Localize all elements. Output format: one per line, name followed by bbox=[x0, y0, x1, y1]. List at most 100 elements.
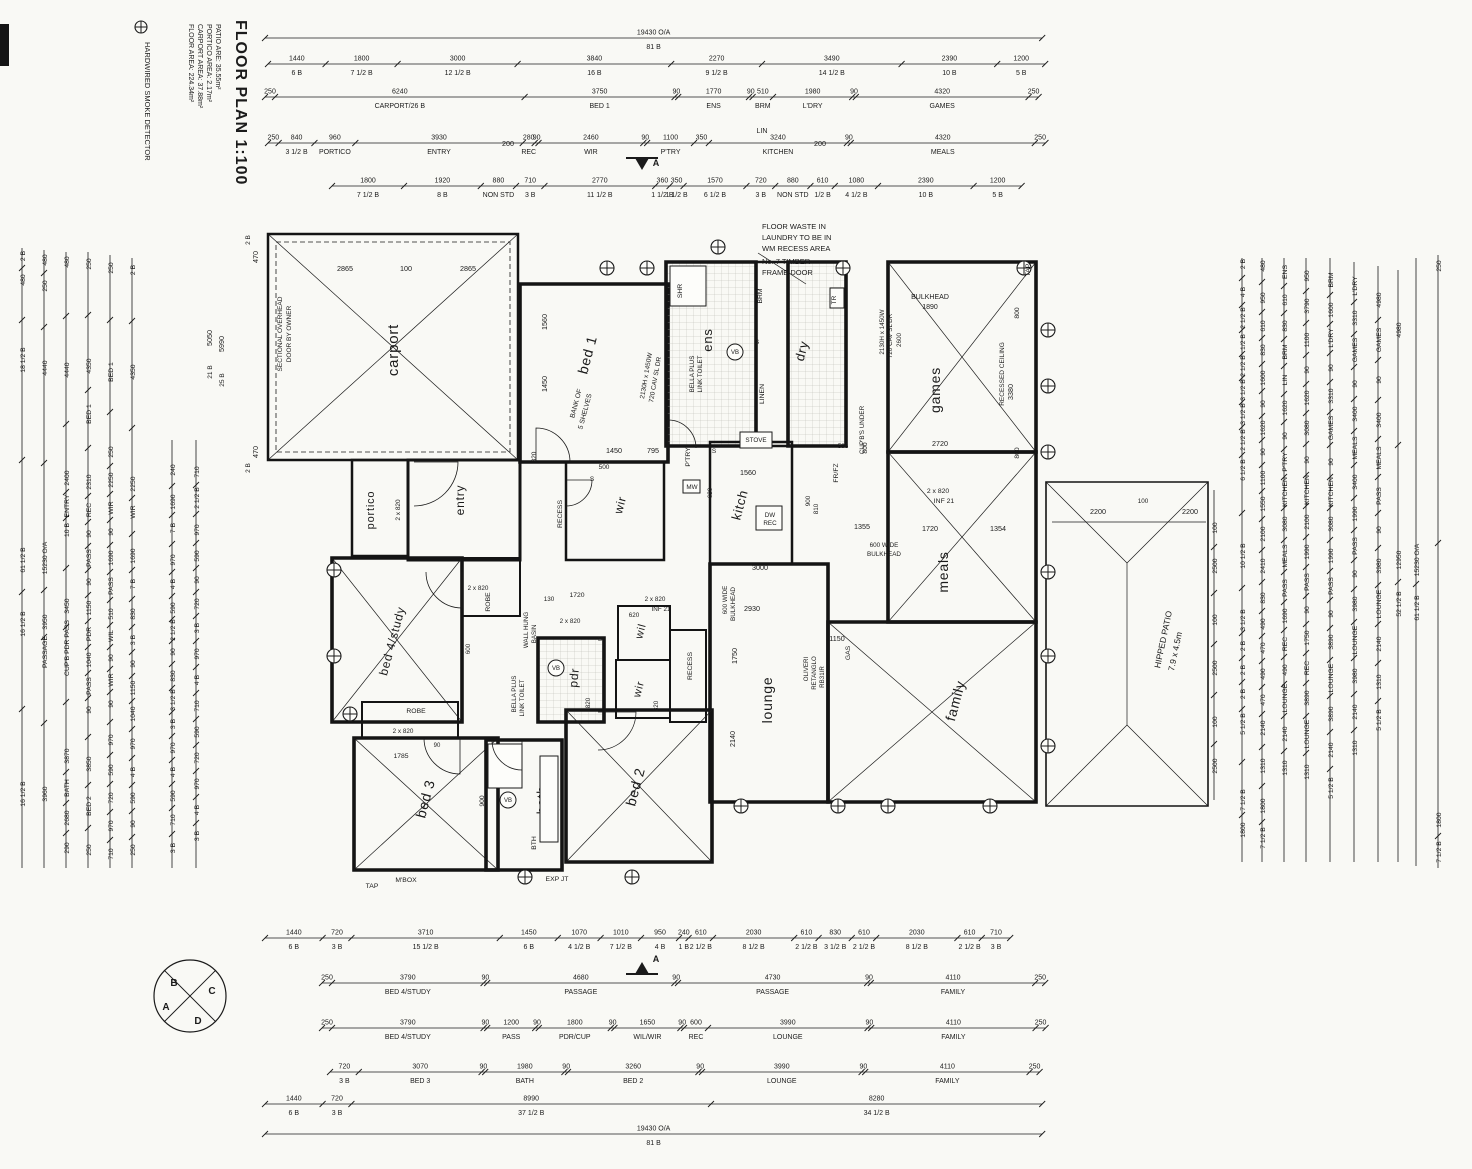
svg-text:4350: 4350 bbox=[130, 364, 137, 379]
room-lounge: lounge bbox=[710, 564, 828, 802]
svg-text:4350: 4350 bbox=[86, 358, 93, 373]
svg-text:90: 90 bbox=[866, 1020, 874, 1027]
svg-text:BED 4/STUDY: BED 4/STUDY bbox=[385, 989, 431, 996]
door-swings bbox=[414, 420, 696, 774]
svg-text:90: 90 bbox=[850, 89, 858, 96]
svg-text:90: 90 bbox=[1304, 456, 1311, 464]
smoke-detector-icon bbox=[600, 261, 614, 275]
svg-text:3790: 3790 bbox=[400, 1020, 416, 1027]
svg-text:L'DRY: L'DRY bbox=[803, 103, 823, 110]
svg-text:4110: 4110 bbox=[945, 975, 960, 982]
svg-text:1310: 1310 bbox=[1282, 760, 1289, 775]
svg-text:3 B: 3 B bbox=[170, 842, 177, 853]
svg-text:90: 90 bbox=[865, 975, 873, 982]
svg-text:250: 250 bbox=[1034, 135, 1046, 142]
svg-text:OLIVERI: OLIVERI bbox=[803, 657, 810, 682]
svg-text:WIL/WIR: WIL/WIR bbox=[633, 1034, 661, 1041]
svg-text:VB: VB bbox=[552, 666, 560, 672]
svg-text:BED 2: BED 2 bbox=[623, 1078, 643, 1085]
svg-text:2 B: 2 B bbox=[245, 463, 252, 473]
svg-text:WIR: WIR bbox=[130, 505, 137, 518]
smoke-detector-icon bbox=[518, 870, 532, 884]
smoke-detector-icon bbox=[1041, 379, 1055, 393]
svg-text:10 B: 10 B bbox=[919, 192, 934, 199]
svg-text:2 B: 2 B bbox=[1240, 688, 1247, 699]
svg-text:90: 90 bbox=[1376, 526, 1383, 534]
svg-text:500: 500 bbox=[599, 464, 610, 471]
svg-text:100: 100 bbox=[1212, 716, 1219, 728]
svg-text:1440: 1440 bbox=[289, 56, 305, 63]
svg-text:S: S bbox=[712, 448, 717, 455]
svg-text:610: 610 bbox=[801, 930, 813, 937]
svg-text:90: 90 bbox=[194, 576, 201, 584]
svg-text:830: 830 bbox=[170, 670, 177, 682]
svg-text:REC: REC bbox=[1282, 637, 1289, 651]
svg-text:3 B: 3 B bbox=[756, 192, 767, 199]
svg-text:1800: 1800 bbox=[1436, 812, 1443, 827]
svg-text:BRM: BRM bbox=[1282, 344, 1289, 359]
svg-text:ROBE: ROBE bbox=[485, 592, 492, 612]
svg-text:350: 350 bbox=[671, 178, 683, 185]
svg-text:L'DRY: L'DRY bbox=[1352, 276, 1359, 296]
svg-text:1560: 1560 bbox=[540, 314, 549, 330]
svg-text:1 1/2 B: 1 1/2 B bbox=[651, 192, 674, 199]
svg-text:1450: 1450 bbox=[540, 376, 549, 392]
svg-text:800: 800 bbox=[862, 442, 869, 454]
svg-text:SECTIONAL OVERHEAD: SECTIONAL OVERHEAD bbox=[277, 296, 284, 371]
svg-text:7 1/2 B: 7 1/2 B bbox=[1436, 841, 1443, 863]
svg-text:2500: 2500 bbox=[1212, 758, 1219, 773]
svg-text:BELLA PLUS: BELLA PLUS bbox=[511, 676, 518, 713]
svg-text:90: 90 bbox=[1260, 400, 1267, 408]
svg-text:ENTRY: ENTRY bbox=[427, 149, 451, 156]
svg-text:A: A bbox=[653, 158, 660, 168]
svg-text:PORTICO AREA: 2.17m²: PORTICO AREA: 2.17m² bbox=[205, 24, 212, 103]
svg-text:REC: REC bbox=[521, 149, 536, 156]
room-wir-1: wir bbox=[566, 462, 664, 560]
svg-text:795: 795 bbox=[647, 446, 659, 455]
svg-text:470: 470 bbox=[1260, 642, 1267, 654]
svg-text:600: 600 bbox=[465, 643, 472, 654]
svg-text:RETANGLO: RETANGLO bbox=[811, 656, 818, 690]
svg-text:LOUNGE: LOUNGE bbox=[1328, 663, 1335, 692]
smoke-detector-icon bbox=[625, 870, 639, 884]
smoke-detector-icon bbox=[836, 261, 850, 275]
svg-text:PASS: PASS bbox=[1376, 487, 1383, 505]
svg-text:90: 90 bbox=[860, 1064, 868, 1071]
svg-text:BATH: BATH bbox=[516, 1078, 534, 1085]
svg-text:2 1/2 B: 2 1/2 B bbox=[690, 944, 713, 951]
svg-text:8 1/2 B: 8 1/2 B bbox=[906, 944, 929, 951]
svg-text:490: 490 bbox=[1260, 668, 1267, 680]
svg-text:GAMES: GAMES bbox=[1328, 415, 1335, 440]
svg-text:BRM: BRM bbox=[757, 288, 764, 303]
svg-text:GAMES: GAMES bbox=[1352, 337, 1359, 362]
smoke-detector-icon bbox=[1041, 323, 1055, 337]
svg-text:3930: 3930 bbox=[431, 135, 447, 142]
svg-text:90: 90 bbox=[672, 975, 680, 982]
svg-text:LINK TOILET: LINK TOILET bbox=[697, 355, 704, 392]
svg-text:5050: 5050 bbox=[205, 330, 214, 346]
svg-text:1310: 1310 bbox=[1260, 758, 1267, 773]
svg-text:810: 810 bbox=[813, 503, 820, 514]
svg-text:52 1/2 B: 52 1/2 B bbox=[1396, 591, 1403, 617]
svg-text:4320: 4320 bbox=[934, 89, 950, 96]
svg-text:CARPORT AREA: 37.88m²: CARPORT AREA: 37.88m² bbox=[196, 24, 203, 109]
svg-text:1720: 1720 bbox=[922, 524, 938, 533]
svg-text:meals: meals bbox=[935, 551, 951, 592]
svg-text:3980: 3980 bbox=[1352, 596, 1359, 611]
svg-text:WIR: WIR bbox=[108, 673, 115, 686]
svg-text:950: 950 bbox=[1260, 292, 1267, 304]
svg-text:3980: 3980 bbox=[1376, 558, 1383, 573]
svg-text:7 1/2 B: 7 1/2 B bbox=[1260, 827, 1267, 849]
svg-text:610: 610 bbox=[1282, 294, 1289, 306]
svg-text:6 B: 6 B bbox=[292, 70, 303, 77]
svg-text:1 B: 1 B bbox=[679, 944, 690, 951]
svg-text:1/2 B: 1/2 B bbox=[1240, 334, 1247, 350]
svg-text:3080: 3080 bbox=[1328, 516, 1335, 531]
svg-text:4 B: 4 B bbox=[170, 578, 177, 589]
